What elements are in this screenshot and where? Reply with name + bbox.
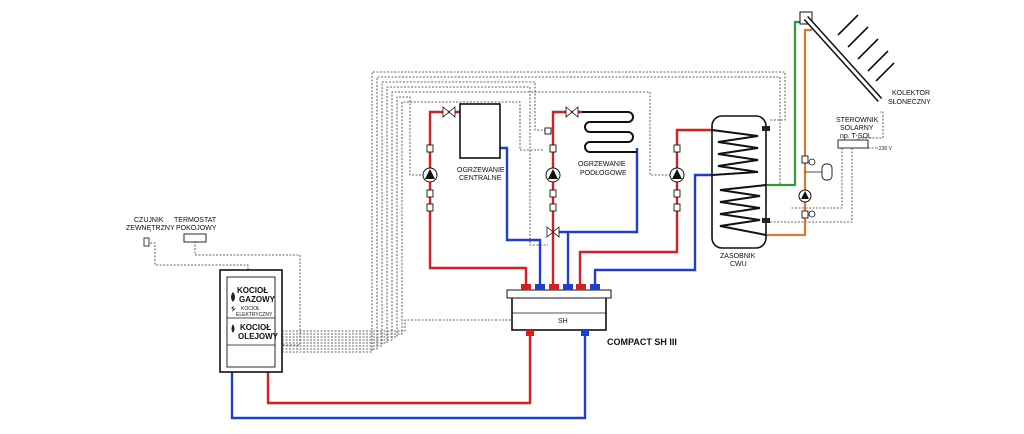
check-valve-icon <box>426 189 434 198</box>
room-thermostat: TERMOSTAT POKOJOWY <box>174 217 217 243</box>
boiler-group: KOCIOŁ GAZOWY KOCIOŁ ELEKTRYCZNY KOCIOŁ … <box>219 269 283 373</box>
solar-pipes <box>765 20 812 237</box>
check-valve-icon <box>801 210 809 219</box>
check-valve-icon <box>549 189 557 198</box>
label-kociol-gazowy-2: GAZOWY <box>239 295 276 304</box>
label-kociol-elektryczny-2: ELEKTRYCZNY <box>236 312 273 318</box>
label-ogrzewanie-centralne-2: CENTRALNE <box>459 175 502 182</box>
boiler-inner <box>226 276 276 368</box>
floor-coil-icon <box>582 111 637 153</box>
label-sh: SH <box>558 318 568 325</box>
label-termostat-2: POKOJOWY <box>176 225 217 232</box>
shutoff-valve-icon <box>549 203 557 212</box>
label-czujnik-1: CZUJNIK <box>134 217 164 224</box>
central-heating: OGRZEWANIE CENTRALNE <box>422 103 505 212</box>
solar-group: KOLEKTOR SŁONECZNY STEROWNIK SOLARNY np.… <box>798 11 931 219</box>
sensor-icon <box>544 127 552 135</box>
oil-drop-icon <box>231 324 235 333</box>
label-sterownik-2: SOLARNY <box>840 125 874 132</box>
solar-controller-icon <box>837 139 869 149</box>
check-valve-icon <box>801 155 809 164</box>
expansion-vessel-icon <box>821 163 833 181</box>
label-kolektor-2: SŁONECZNY <box>888 99 931 106</box>
label-voltage: ~230 V <box>876 146 893 152</box>
floor-heating: OGRZEWANIE PODŁOGOWE <box>544 106 637 238</box>
label-ogrzewanie-podlogowe-1: OGRZEWANIE <box>578 161 626 168</box>
label-kociol-olejowy-1: KOCIOŁ <box>240 323 271 332</box>
tank-lower-coil-icon <box>719 184 767 236</box>
label-ogrzewanie-podlogowe-2: PODŁOGOWE <box>580 170 627 177</box>
label-czujnik-2: ZEWNĘTRZNY <box>126 225 175 232</box>
valve-icon <box>565 106 579 118</box>
sh-module: SH COMPACT SH III <box>506 284 677 347</box>
label-ogrzewanie-centralne-1: OGRZEWANIE <box>457 167 505 174</box>
thermostat-icon <box>183 233 207 243</box>
sun-rays-icon <box>837 14 895 82</box>
tank-sensor-icon <box>762 218 770 223</box>
radiator-icon <box>459 103 501 159</box>
valve-icon <box>442 106 456 118</box>
label-termostat-1: TERMOSTAT <box>174 217 217 224</box>
sensor-icon <box>143 237 150 247</box>
return-pipes <box>230 146 712 420</box>
label-sterownik-3: np. T-SOL <box>840 133 872 140</box>
tank-circuit-pump <box>669 144 685 212</box>
mixing-valve-icon <box>546 226 560 238</box>
label-kociol-olejowy-2: OLEJOWY <box>238 332 279 341</box>
check-valve-icon <box>549 144 557 153</box>
shutoff-valve-icon <box>673 203 681 212</box>
label-zasobnik-1: ZASOBNIK <box>720 253 756 260</box>
tank-sensor-icon <box>762 126 770 131</box>
outdoor-sensor: CZUJNIK ZEWNĘTRZNY <box>126 217 175 247</box>
check-valve-icon <box>673 189 681 198</box>
label-kociol-elektryczny-1: KOCIOŁ <box>241 306 260 312</box>
gauge-icon <box>808 158 816 166</box>
label-compact: COMPACT SH III <box>607 337 677 347</box>
dhw-tank: ZASOBNIK CWU <box>711 115 770 268</box>
lightning-icon <box>231 306 236 312</box>
tank-upper-coil-icon <box>711 129 759 176</box>
gauge-icon <box>808 210 816 218</box>
check-valve-icon <box>426 144 434 153</box>
check-valve-icon <box>673 144 681 153</box>
label-sterownik-1: STEROWNIK <box>836 117 879 124</box>
flame-icon <box>231 292 235 302</box>
label-kociol-gazowy-1: KOCIOŁ <box>237 286 268 295</box>
label-zasobnik-2: CWU <box>730 261 747 268</box>
shutoff-valve-icon <box>426 203 434 212</box>
label-kolektor-1: KOLEKTOR <box>892 90 930 97</box>
